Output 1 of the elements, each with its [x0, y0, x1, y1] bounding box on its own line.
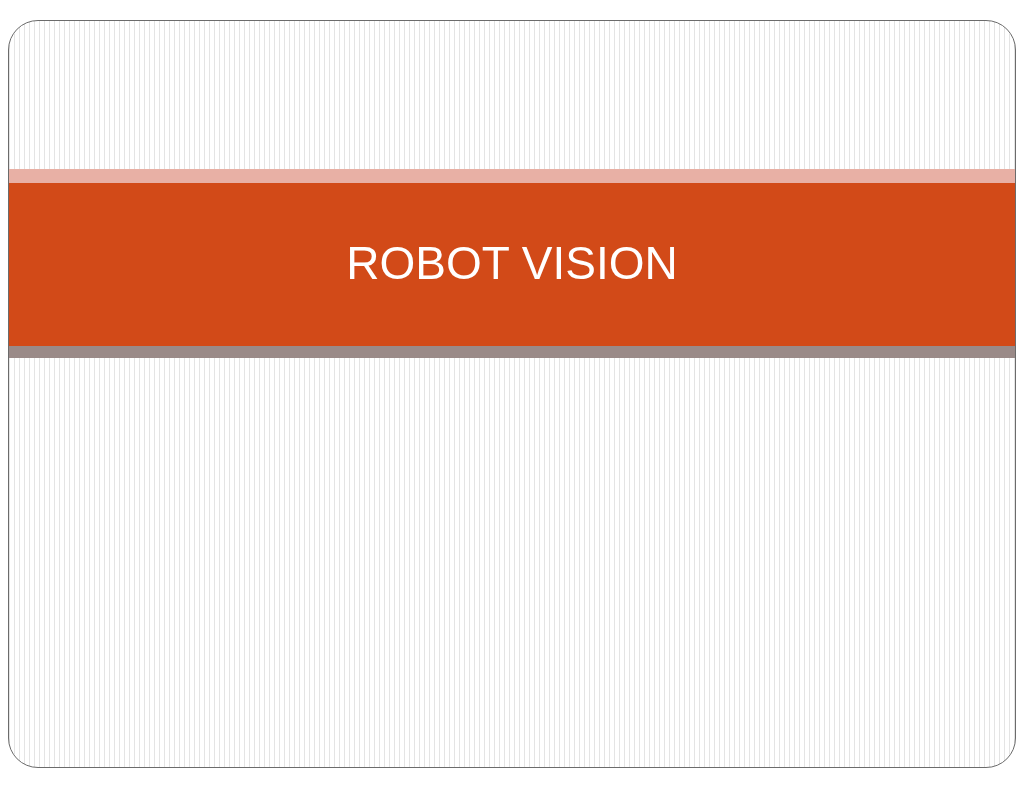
- slide-title: ROBOT VISION: [345, 236, 679, 291]
